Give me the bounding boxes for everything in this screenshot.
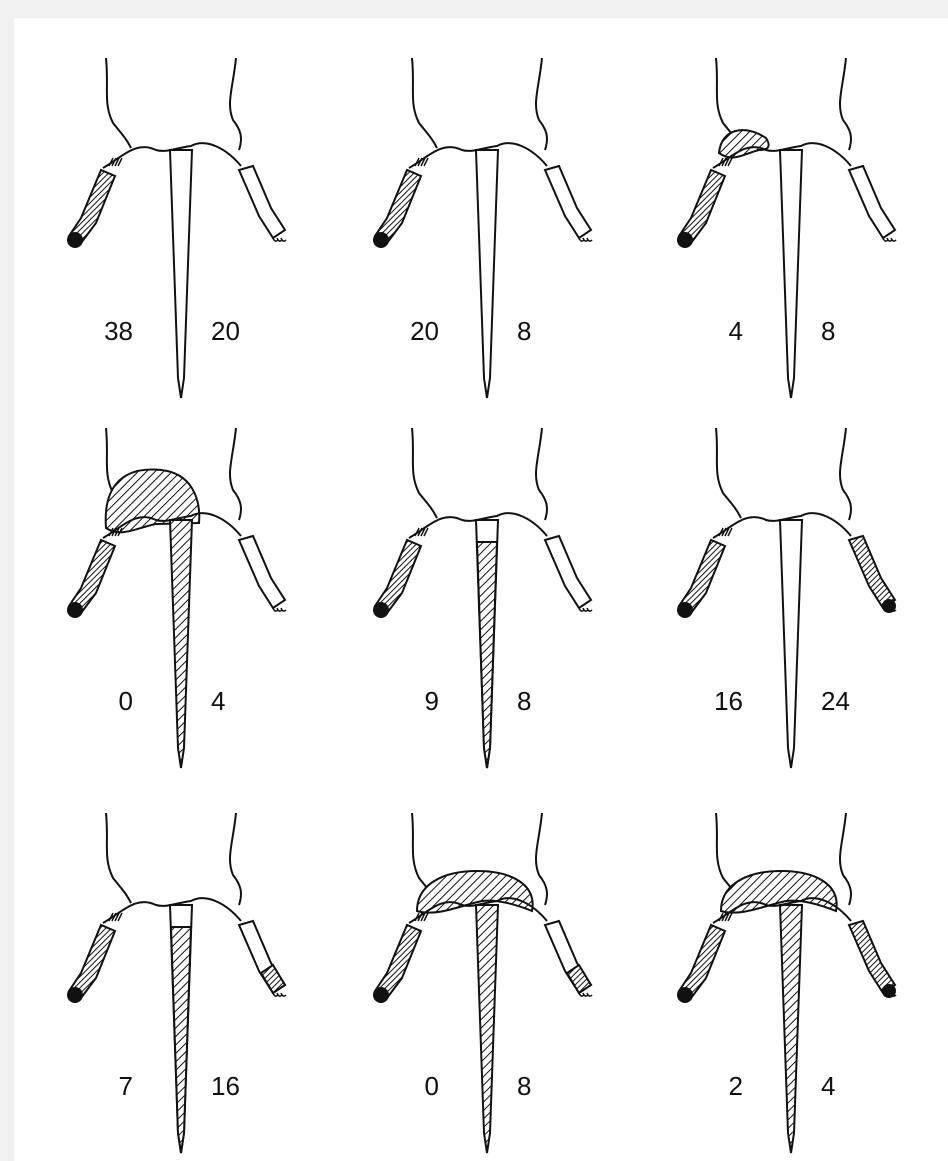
left-flank-line bbox=[412, 58, 437, 148]
left-flank-line bbox=[412, 428, 437, 518]
right-flank-line bbox=[230, 428, 241, 520]
right-toes-dark bbox=[882, 984, 896, 998]
left-toes bbox=[677, 602, 693, 618]
panel-7: 7 16 bbox=[67, 813, 286, 1153]
tail bbox=[780, 150, 802, 398]
left-count: 0 bbox=[119, 686, 133, 716]
right-flank-line bbox=[230, 813, 241, 905]
right-flank-line bbox=[840, 813, 851, 905]
right-hind-foot bbox=[849, 921, 895, 993]
left-count: 4 bbox=[729, 316, 743, 346]
left-toes bbox=[373, 987, 389, 1003]
left-hind-foot bbox=[375, 925, 421, 998]
left-hind-foot bbox=[69, 540, 115, 613]
right-count: 20 bbox=[211, 316, 240, 346]
right-flank-line bbox=[536, 428, 547, 520]
left-count: 16 bbox=[714, 686, 743, 716]
right-toe bbox=[281, 608, 286, 611]
panel-2: 20 8 bbox=[373, 58, 592, 398]
tail bbox=[170, 150, 192, 398]
right-count: 24 bbox=[821, 686, 850, 716]
tail bbox=[170, 520, 192, 768]
left-flank-line bbox=[106, 58, 131, 148]
right-flank-line bbox=[840, 428, 851, 520]
left-toes bbox=[67, 987, 83, 1003]
panel-1: 38 20 bbox=[67, 58, 286, 398]
right-toe bbox=[281, 238, 286, 241]
left-hind-foot bbox=[679, 925, 725, 998]
right-toe bbox=[891, 238, 896, 241]
right-toe bbox=[587, 238, 592, 241]
left-hind-foot bbox=[69, 170, 115, 243]
right-flank-line bbox=[536, 813, 547, 905]
left-hind-foot bbox=[375, 540, 421, 613]
left-toes bbox=[373, 232, 389, 248]
left-flank-line bbox=[106, 813, 131, 903]
panel-5: 98 bbox=[373, 428, 592, 768]
right-hind-foot bbox=[849, 166, 895, 238]
right-count: 8 bbox=[821, 316, 835, 346]
right-count: 4 bbox=[211, 686, 225, 716]
left-count: 0 bbox=[425, 1071, 439, 1101]
left-count: 2 bbox=[729, 1071, 743, 1101]
right-flank-line bbox=[840, 58, 851, 150]
right-flank-line bbox=[536, 58, 547, 150]
right-toes-dark bbox=[882, 599, 896, 613]
tail-shaded-section bbox=[171, 927, 191, 1153]
tail bbox=[476, 905, 498, 1153]
left-hind-foot bbox=[679, 170, 725, 243]
right-toe bbox=[587, 608, 592, 611]
right-count: 16 bbox=[211, 1071, 240, 1101]
left-toes bbox=[373, 602, 389, 618]
tail-shaded-section bbox=[477, 542, 497, 768]
right-hind-foot bbox=[849, 536, 895, 608]
left-count: 38 bbox=[104, 316, 133, 346]
right-hind-foot bbox=[239, 536, 285, 608]
right-toe bbox=[587, 993, 592, 996]
tail bbox=[780, 520, 802, 768]
right-toe bbox=[281, 993, 286, 996]
right-hind-foot bbox=[239, 166, 285, 238]
right-count: 8 bbox=[517, 1071, 531, 1101]
right-count: 8 bbox=[517, 686, 531, 716]
pelvis-shaded-left bbox=[719, 130, 769, 157]
right-hind-foot bbox=[545, 166, 591, 238]
left-hind-foot bbox=[375, 170, 421, 243]
left-toes bbox=[67, 602, 83, 618]
tail bbox=[476, 150, 498, 398]
left-toes bbox=[677, 232, 693, 248]
left-hind-foot bbox=[69, 925, 115, 998]
right-count: 4 bbox=[821, 1071, 835, 1101]
left-hind-foot bbox=[679, 540, 725, 613]
left-toes bbox=[677, 987, 693, 1003]
right-count: 8 bbox=[517, 316, 531, 346]
left-toes bbox=[67, 232, 83, 248]
right-flank-line bbox=[230, 58, 241, 150]
left-count: 20 bbox=[410, 316, 439, 346]
tail bbox=[780, 905, 802, 1153]
left-flank-line bbox=[716, 428, 741, 518]
right-hind-foot bbox=[545, 536, 591, 608]
left-count: 9 bbox=[425, 686, 439, 716]
left-count: 7 bbox=[119, 1071, 133, 1101]
